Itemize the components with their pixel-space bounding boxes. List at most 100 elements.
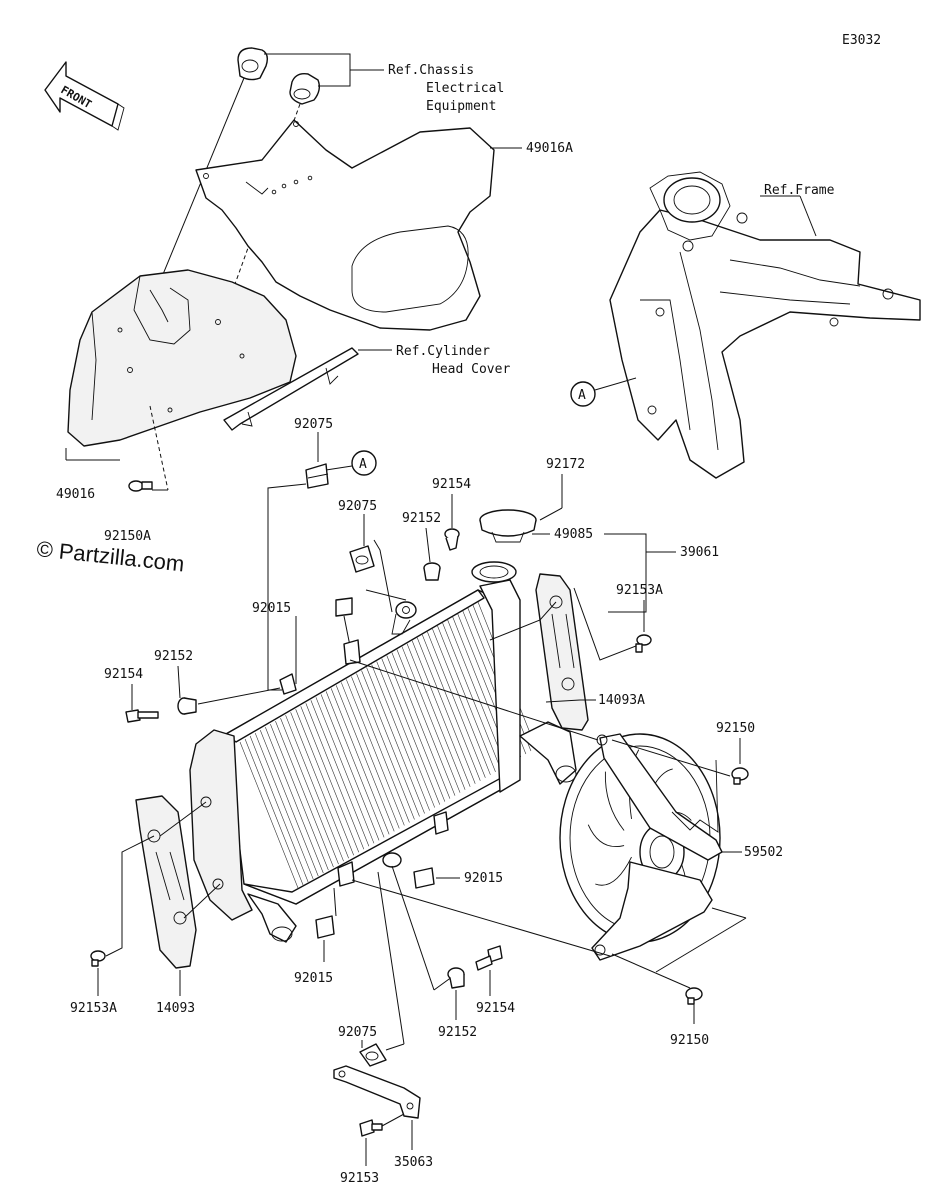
radiator-fin — [366, 667, 425, 814]
radiator-right-tank — [479, 579, 521, 793]
radiator-fin — [335, 685, 395, 832]
radiator-fin — [259, 729, 319, 877]
grommet-92075-mid — [349, 545, 375, 573]
radiator-fin — [249, 735, 309, 883]
radiator-lower-hose — [247, 893, 297, 943]
shield-holes — [203, 121, 313, 195]
radiator-fin — [239, 741, 299, 889]
ref-cylinder-line1: Ref.Cylinder — [396, 344, 490, 359]
label-59502: 59502 — [744, 845, 783, 860]
radiator-fin — [305, 703, 365, 850]
label-92015-a: 92015 — [252, 601, 291, 616]
radiator-fin — [381, 658, 441, 805]
label-92153a-b: 92153A — [70, 1001, 117, 1016]
radiator-fin — [386, 655, 446, 802]
bolt-92154-bottom — [475, 945, 503, 971]
bolt-92150a — [128, 480, 153, 492]
clip-92015-top — [335, 597, 353, 617]
radiator-fin — [315, 697, 375, 844]
bolt-92150-top — [731, 767, 749, 785]
ref-frame: Ref.Frame — [764, 183, 835, 198]
radiator-fin — [265, 726, 324, 874]
label-92075-c: 92075 — [338, 1025, 377, 1040]
radiator-fin — [447, 619, 506, 766]
radiator-fin — [416, 637, 476, 784]
radiator-fin — [411, 640, 471, 787]
collar-92152-left — [177, 697, 197, 715]
radiator-fin — [330, 688, 390, 835]
label-92172: 92172 — [546, 457, 585, 472]
side-cover-14093a — [535, 573, 589, 731]
grommet-92075-bottom — [359, 1043, 387, 1067]
label-39061: 39061 — [680, 545, 719, 560]
diagram-code: E3032 — [842, 33, 881, 48]
label-92152-b: 92152 — [154, 649, 193, 664]
label-92152-c: 92152 — [438, 1025, 477, 1040]
label-92015-b: 92015 — [464, 871, 503, 886]
bolt-92154-top — [444, 528, 460, 551]
bolt-92153a-right — [635, 634, 652, 653]
ref-cylinder-line2: Head Cover — [432, 362, 510, 377]
label-49016: 49016 — [56, 487, 95, 502]
label-92152-a: 92152 — [402, 511, 441, 526]
connector-part-1 — [237, 47, 269, 81]
callout-a-grommet-letter: A — [359, 457, 367, 472]
radiator-fin — [254, 732, 314, 880]
radiator-fin — [442, 622, 501, 769]
label-92075-b: 92075 — [338, 499, 377, 514]
label-14093a: 14093A — [598, 693, 645, 708]
radiator-fin — [290, 712, 349, 859]
label-92075-a: 92075 — [294, 417, 333, 432]
label-92150a: 92150A — [104, 529, 151, 544]
radiator-fin — [285, 715, 344, 862]
fan-blade — [595, 856, 632, 886]
label-92154-b: 92154 — [104, 667, 143, 682]
ref-chassis-line2: Electrical — [426, 81, 504, 96]
collar-92152-top — [423, 562, 441, 581]
label-35063: 35063 — [394, 1155, 433, 1170]
bolt-92150-bottom — [685, 987, 703, 1005]
fan-assembly-59502 — [559, 733, 723, 961]
radiator-fin — [280, 718, 339, 865]
bolt-92154-left — [125, 709, 159, 723]
radiator-fin — [320, 694, 380, 841]
ref-chassis-line1: Ref.Chassis — [388, 63, 474, 78]
side-cover-14093 — [135, 795, 197, 969]
label-92154-c: 92154 — [476, 1001, 515, 1016]
radiator-fin — [401, 646, 461, 793]
cover-49016 — [67, 269, 297, 447]
label-49016a: 49016A — [526, 141, 573, 156]
label-92150-a: 92150 — [716, 721, 755, 736]
radiator-fin — [376, 661, 436, 808]
radiator-upper-hose — [519, 721, 577, 785]
grommet-92075-top — [305, 463, 329, 489]
label-14093: 14093 — [156, 1001, 195, 1016]
label-92153a-a: 92153A — [616, 583, 663, 598]
bracket-35063 — [333, 1065, 421, 1119]
front-arrow-icon: FRONT — [44, 61, 125, 131]
cylinder-head-bracket — [223, 347, 359, 431]
radiator-left-tank — [189, 729, 253, 921]
radiator-fin — [310, 700, 370, 847]
radiator-fin — [437, 625, 496, 772]
radiator-fins — [239, 601, 537, 889]
heat-shield-49016a — [195, 119, 495, 331]
bolt-92153-bottom — [359, 1119, 383, 1137]
clip-92015-mid — [413, 867, 435, 889]
radiator-fin — [300, 706, 360, 853]
clip-92015-low — [315, 915, 335, 939]
connector-part-2 — [289, 72, 321, 105]
label-92153: 92153 — [340, 1171, 379, 1186]
collar-92152-bottom — [447, 967, 465, 989]
filler-neck-39061 — [471, 561, 517, 583]
radiator-cap-49085 — [479, 509, 537, 543]
callout-a-grommet — [351, 450, 377, 476]
radiator-fin — [361, 670, 420, 817]
radiator-fin — [432, 628, 491, 775]
callout-a-frame-letter: A — [578, 388, 586, 403]
radiator-fin — [396, 649, 456, 796]
radiator-fin — [351, 676, 410, 823]
fan-blade — [604, 771, 625, 831]
ref-chassis-line3: Equipment — [426, 99, 496, 114]
